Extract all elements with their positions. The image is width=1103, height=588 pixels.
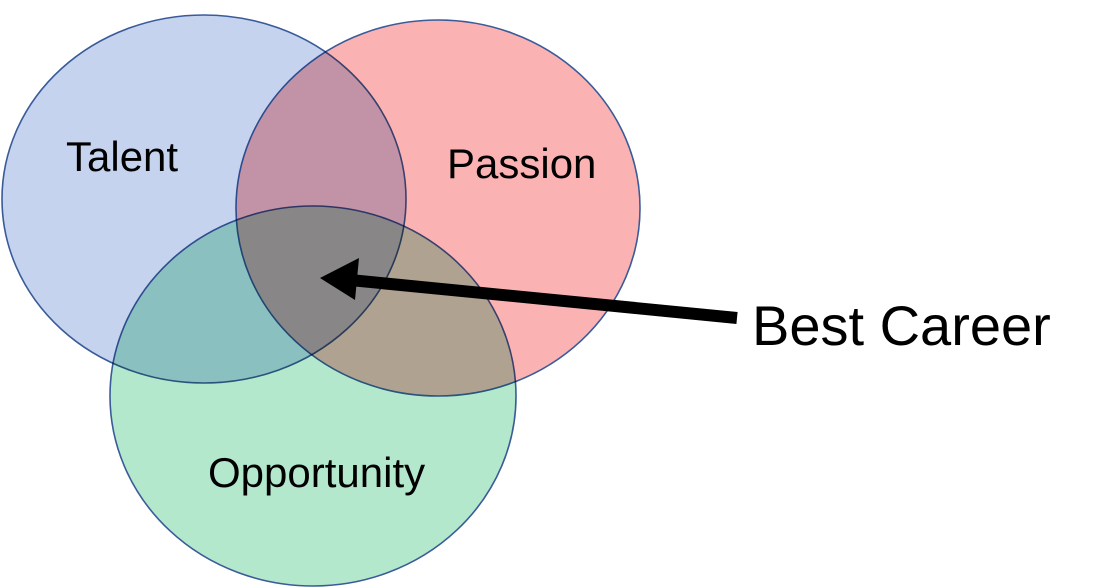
opportunity-label: Opportunity	[208, 449, 425, 496]
passion-label: Passion	[447, 140, 596, 187]
best-career-label: Best Career	[752, 294, 1051, 357]
arrow-shaft	[349, 274, 738, 324]
arrow-head	[320, 258, 359, 300]
talent-label: Talent	[66, 133, 178, 180]
callout-arrow	[320, 258, 738, 324]
opportunity-circle	[109, 205, 517, 587]
